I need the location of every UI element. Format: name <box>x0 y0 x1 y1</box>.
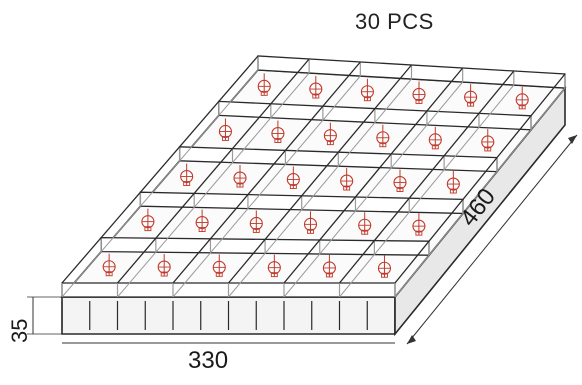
socket <box>464 84 478 107</box>
height-dimension-label: 35 <box>7 318 32 343</box>
socket-base <box>361 229 369 235</box>
socket <box>323 122 337 146</box>
socket-base <box>431 144 439 150</box>
socket-base <box>215 271 223 277</box>
socket-base <box>379 142 387 148</box>
column-wall <box>61 55 259 284</box>
socket <box>428 126 442 150</box>
column-wall-base <box>61 69 259 298</box>
socket <box>515 86 529 110</box>
socket-base <box>415 230 423 236</box>
socket <box>309 76 323 99</box>
column-wall <box>172 61 361 284</box>
socket <box>218 118 232 141</box>
socket <box>141 208 155 232</box>
socket-base <box>381 272 388 278</box>
depth-arrow-tail <box>407 335 416 344</box>
socket <box>286 166 300 190</box>
socket-base <box>236 182 244 188</box>
cavity-walls <box>61 55 566 330</box>
column-wall <box>283 67 464 284</box>
socket-base <box>144 226 152 232</box>
socket <box>322 254 336 278</box>
depth-arrow-head <box>568 135 577 144</box>
socket <box>393 169 407 193</box>
socket <box>303 211 318 234</box>
socket <box>377 255 392 278</box>
column-wall <box>117 58 310 284</box>
column-wall <box>338 70 515 284</box>
socket <box>481 128 495 152</box>
column-wall-base <box>117 72 310 298</box>
socket-base <box>252 227 260 233</box>
socket-base <box>363 96 371 102</box>
socket-base <box>221 135 229 141</box>
socket-base <box>396 187 404 193</box>
socket-base <box>270 272 278 278</box>
column-wall <box>394 73 566 284</box>
socket <box>360 78 374 102</box>
socket-base <box>105 271 113 277</box>
column-wall <box>228 64 412 284</box>
column-wall-base <box>339 84 515 298</box>
socket-base <box>307 228 314 234</box>
socket <box>157 254 171 277</box>
socket <box>102 253 116 277</box>
socket <box>212 254 226 277</box>
socket <box>267 254 281 278</box>
column-wall-base <box>228 78 412 298</box>
socket-base <box>160 271 168 277</box>
dimension-lines <box>27 134 578 345</box>
socket <box>340 168 354 191</box>
socket-base <box>260 90 268 96</box>
socket <box>233 165 247 188</box>
socket-base <box>326 140 334 146</box>
socket-base <box>289 184 297 190</box>
socket <box>412 213 426 236</box>
width-dimension-label: 330 <box>188 347 229 374</box>
socket-base <box>325 272 333 278</box>
column-wall-base <box>172 75 361 298</box>
socket-base <box>484 146 492 152</box>
socket <box>271 120 285 144</box>
socket <box>195 209 209 233</box>
socket-base <box>198 227 206 233</box>
socket-base <box>518 104 526 110</box>
socket <box>412 81 426 104</box>
socket-base <box>467 101 475 107</box>
socket-base <box>449 188 457 194</box>
socket-base <box>312 93 320 99</box>
socket-base <box>343 185 351 191</box>
socket-markers <box>102 73 529 278</box>
socket <box>376 124 390 148</box>
depth-dim-line <box>406 134 578 345</box>
column-wall-base <box>283 81 464 298</box>
socket-base <box>274 138 282 144</box>
socket-base <box>415 98 423 104</box>
socket-base <box>183 181 191 187</box>
socket <box>249 210 263 233</box>
socket <box>446 171 460 194</box>
column-wall-base <box>394 87 566 298</box>
quantity-label: 30 PCS <box>355 9 434 34</box>
socket <box>358 212 372 235</box>
socket <box>257 73 271 96</box>
socket <box>180 163 194 187</box>
